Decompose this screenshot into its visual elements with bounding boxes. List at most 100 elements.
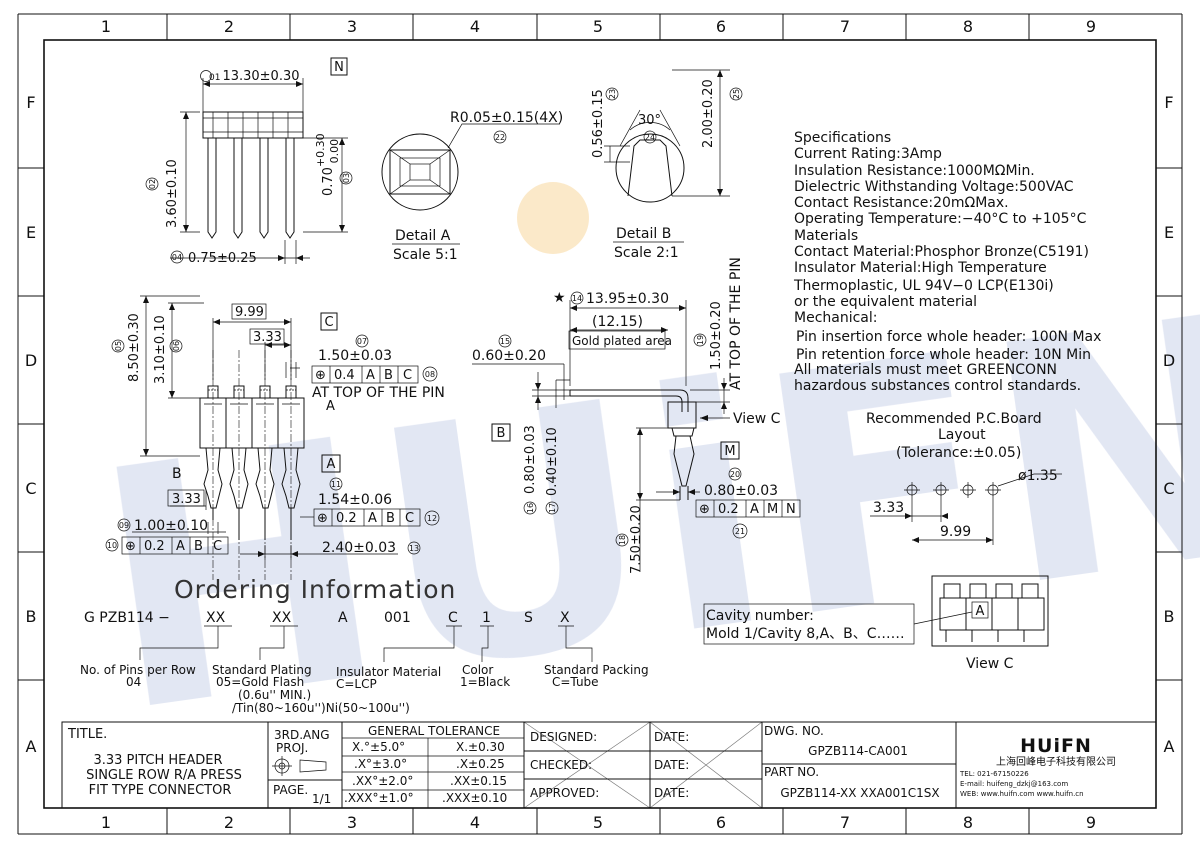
col-label: 7 <box>840 17 850 36</box>
col-label: 6 <box>716 813 726 832</box>
fcf-08-datum: A <box>366 368 375 383</box>
datum-m <box>720 441 740 460</box>
col-label: 1 <box>101 813 111 832</box>
balloon-21 <box>732 523 748 539</box>
balloon-24 <box>643 130 657 144</box>
dim-19-note: AT TOP OF THE PIN <box>728 257 744 390</box>
balloon-08-num: 08 <box>425 370 435 379</box>
dim-23-value: 0.56±0.15 <box>591 89 606 158</box>
fcf-21: ⊕ 0.2 A M N <box>695 499 801 518</box>
row-label: A <box>1164 737 1175 756</box>
company-name-cn: 上海回峰电子科技有限公司 <box>996 755 1116 768</box>
balloon-06-num: 06 <box>172 341 181 351</box>
datum-c-label: C <box>324 315 333 330</box>
datum-b-label: B <box>497 426 506 441</box>
dim-03-value: 0.70 <box>321 167 336 196</box>
ordering-value-insulator: C=LCP <box>336 677 377 691</box>
ordering-label-packing: Standard Packing <box>544 663 649 677</box>
balloon-17-num: 17 <box>548 503 557 513</box>
proj-label: 3RD.ANG <box>274 728 330 742</box>
row-label: B <box>26 607 37 626</box>
balloon-22-num: 22 <box>495 133 505 142</box>
fcf-10-datum: C <box>213 539 222 554</box>
spec-line: Insulator Material:High Temperature <box>794 260 1047 276</box>
detail-b-scale: Scale 2:1 <box>614 245 679 261</box>
balloon-01: 01 <box>209 73 220 83</box>
side-view: ★ 14 13.95±0.30 (12.15) Gold plated area… <box>472 257 801 574</box>
spec-line: Specifications <box>794 130 891 146</box>
tolerance-title: GENERAL TOLERANCE <box>368 724 500 738</box>
ordering-value-plating-min: (0.6u'' MIN.) <box>238 688 311 702</box>
row-label: F <box>1164 93 1173 112</box>
balloon-13 <box>407 541 421 555</box>
spec-line: Thermoplastic, UL 94V−0 LCP(E130i) <box>793 278 1054 294</box>
ordering-label-color: Color <box>462 663 493 677</box>
ordering-value-packing: C=Tube <box>552 675 599 689</box>
row-label: D <box>1163 351 1175 370</box>
balloon-04 <box>170 250 184 264</box>
balloon-23 <box>605 87 619 101</box>
col-label: 9 <box>1086 17 1096 36</box>
balloon-17 <box>545 501 559 515</box>
ordering-value-plating-tin: /Tin(80~160u'')Ni(50~100u'') <box>232 701 410 715</box>
balloon-15 <box>498 334 512 348</box>
checked-label: CHECKED: <box>530 758 592 772</box>
balloon-20-num: 20 <box>730 470 740 479</box>
tolerance-angle: .X°±3.0° <box>354 757 407 771</box>
dim-04-value: 0.75±0.25 <box>188 251 257 266</box>
balloon-19 <box>693 333 707 347</box>
fcf-21-datum: A <box>750 502 759 517</box>
dim-06-value: 3.10±0.10 <box>153 315 168 384</box>
spec-line: Pin insertion force whole header: 100N M… <box>796 329 1101 345</box>
page-label: PAGE. <box>273 783 308 797</box>
spec-line: Pin retention force whole header: 10N Mi… <box>796 347 1091 363</box>
dim-17-value: 0.40±0.10 <box>545 427 560 496</box>
col-label: 6 <box>716 17 726 36</box>
balloon-12-num: 12 <box>427 514 437 523</box>
balloon-09 <box>117 518 131 532</box>
balloon-25 <box>729 87 743 101</box>
balloon-14 <box>570 291 584 305</box>
spec-line: Current Rating:3Amp <box>794 146 942 162</box>
ordering-label-pins: No. of Pins per Row <box>80 663 196 677</box>
balloon-14-num: 14 <box>572 294 582 303</box>
view-c-label: View C <box>966 656 1014 672</box>
balloon-18-num: 18 <box>618 535 627 545</box>
balloon-21-num: 21 <box>735 527 745 536</box>
datum-m-label: M <box>724 444 735 459</box>
detail-a-title: Detail A <box>395 228 451 244</box>
detail-a-scale: Scale 5:1 <box>393 247 458 263</box>
ordering-code-packing: X <box>560 610 570 626</box>
balloon-22 <box>493 130 507 144</box>
col-label: 9 <box>1086 813 1096 832</box>
spec-line: Contact Resistance:20mΩMax. <box>794 195 1009 211</box>
detail-a: R0.05±0.15(4X) 22 Detail A Scale 5:1 <box>381 110 563 263</box>
dim-07-value: 1.50±0.03 <box>318 348 392 364</box>
tolerance-linear: X.±0.30 <box>456 740 505 754</box>
col-label: 4 <box>470 813 480 832</box>
balloon-18 <box>615 533 629 547</box>
balloon-24-num: 24 <box>645 133 655 142</box>
gold-area-label: Gold plated area <box>572 334 672 348</box>
col-label: 5 <box>593 813 603 832</box>
row-label: E <box>1164 223 1174 242</box>
dim-03-label: 0.70+0.300.00 <box>314 133 341 196</box>
fcf-21-symbol: ⊕ <box>699 502 710 517</box>
date-label: DATE: <box>654 786 689 800</box>
col-label: 8 <box>963 813 973 832</box>
zone-labels: 1 2 3 4 5 6 7 8 9 1 2 3 4 5 6 7 8 9 F E … <box>25 17 1175 832</box>
spec-line: All materials must meet GREENCONN <box>794 362 1057 378</box>
tolerance-angle: X.°±5.0° <box>352 740 405 754</box>
fcf-21-tol: 0.2 <box>718 502 739 517</box>
cavity-line-1: Cavity number: <box>706 608 814 624</box>
fcf-12-datum: B <box>386 511 395 526</box>
balloon-10-num: 10 <box>107 541 117 550</box>
cavity-view-c: Cavity number: Mold 1/Cavity 8,A、B、C…… A… <box>703 575 1049 672</box>
tolerance-linear: .XXX±0.10 <box>442 791 507 805</box>
col-label: 8 <box>963 17 973 36</box>
date-label: DATE: <box>654 758 689 772</box>
dim-05-value: 8.50±0.30 <box>127 313 142 382</box>
detail-b: 30° 24 0.56±0.15 23 2.00±0.20 25 Detail … <box>591 69 743 261</box>
col-label: 2 <box>224 17 234 36</box>
